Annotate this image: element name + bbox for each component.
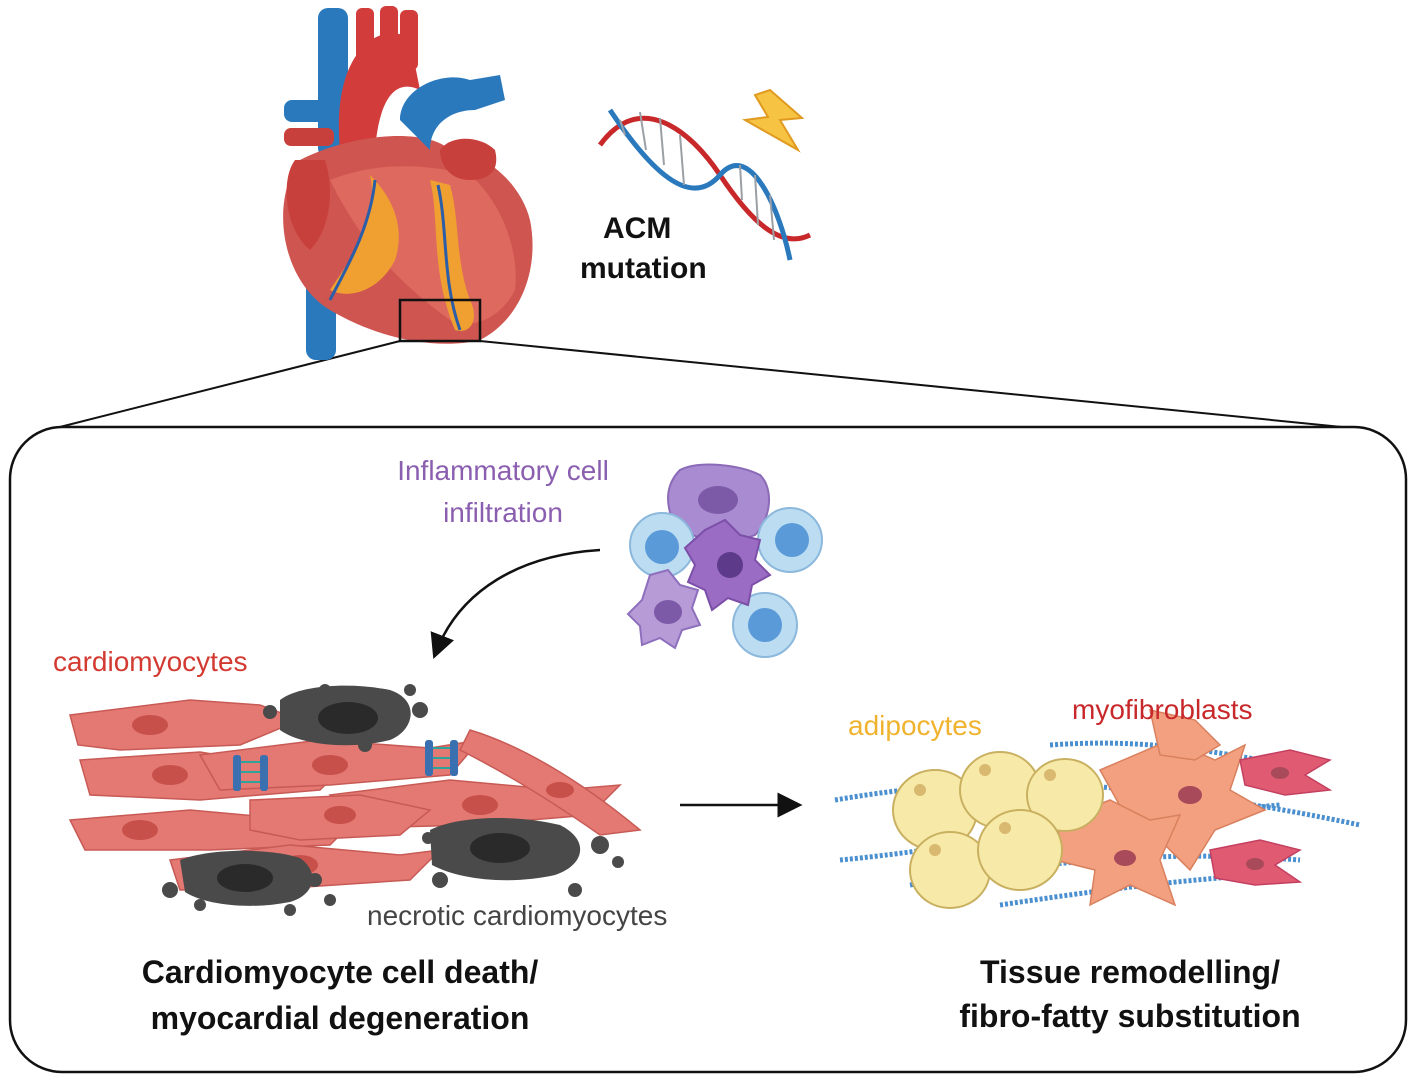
left-caption-line1: Cardiomyocyte cell death/ <box>141 954 539 990</box>
fibro-fatty-tissue <box>834 709 1361 909</box>
lightning-bolt-icon <box>741 88 805 153</box>
inflammatory-cells <box>626 463 823 658</box>
necrotic-cardiomyocytes-label: necrotic cardiomyocytes <box>367 900 668 931</box>
adipocytes-label: adipocytes <box>848 710 982 741</box>
right-caption-line1: Tissue remodelling/ <box>980 954 1280 990</box>
zoom-line-left <box>47 340 401 431</box>
dna-helix-icon <box>597 88 812 261</box>
inflammation-label-line2: infiltration <box>443 497 563 528</box>
zoom-line-right <box>479 340 1373 431</box>
left-caption-line2: myocardial degeneration <box>150 1000 530 1036</box>
inflammation-label-line1: Inflammatory cell <box>397 455 609 486</box>
myofibroblasts-label: myofibroblasts <box>1072 694 1253 725</box>
tissue-panel <box>8 425 1408 1074</box>
necrotic-cells <box>162 684 624 916</box>
cardiomyocytes-label: cardiomyocytes <box>53 646 248 677</box>
mutation-label-line2: mutation <box>580 252 707 285</box>
infiltration-arrow <box>430 548 601 659</box>
mutation-label-line1: ACM <box>603 212 672 245</box>
right-caption-line2: fibro-fatty substitution <box>959 998 1301 1034</box>
zoom-box <box>398 298 482 343</box>
heart-illustration <box>283 6 533 360</box>
